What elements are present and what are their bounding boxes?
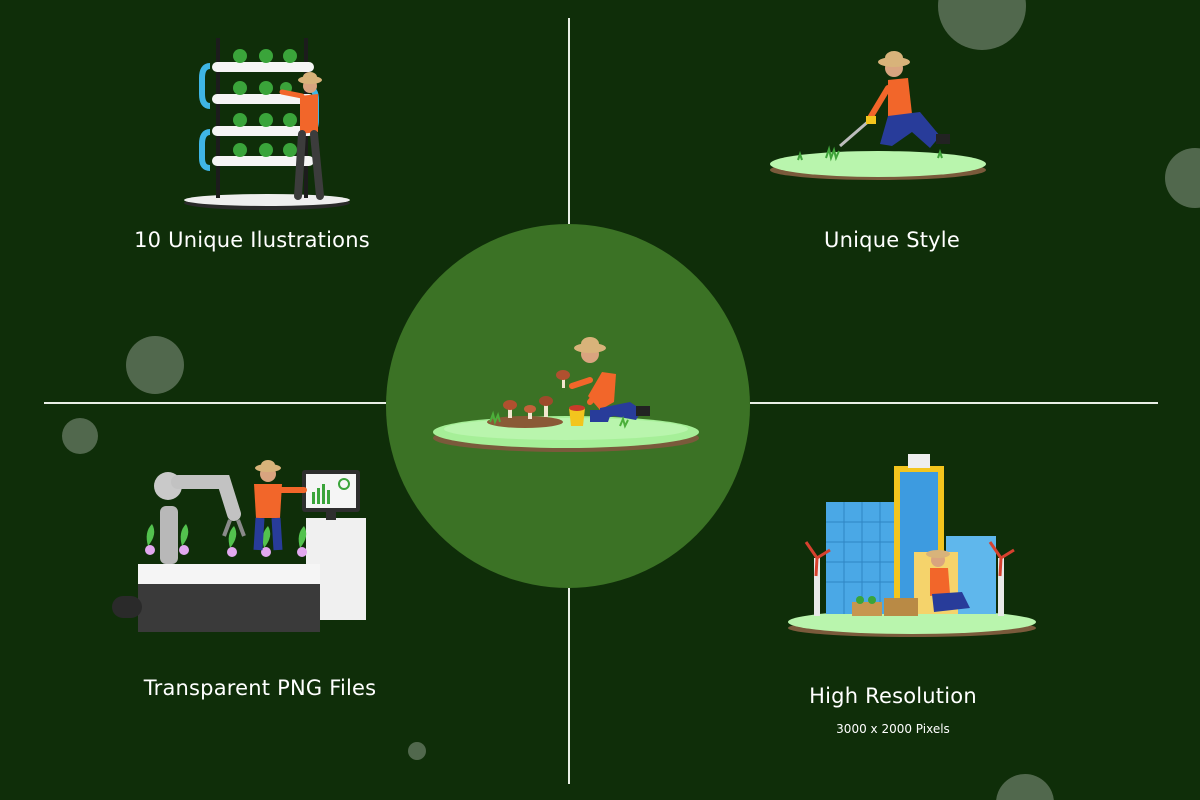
center-highlight-circle	[386, 224, 750, 588]
robotic-farming-icon	[112, 460, 366, 632]
feature-sublabel-dimensions: 3000 x 2000 Pixels	[836, 722, 950, 736]
decorative-bubble	[126, 336, 184, 394]
decorative-bubble	[996, 774, 1054, 800]
urban-farming-city-icon	[788, 454, 1036, 637]
decorative-bubble	[408, 742, 426, 760]
gardener-planting-mushrooms-icon	[433, 337, 699, 452]
hydroponic-farming-icon	[184, 38, 350, 210]
feature-label-unique-style: Unique Style	[824, 228, 960, 252]
decorative-bubble	[938, 0, 1026, 50]
gardener-cutting-grass-icon	[770, 51, 986, 180]
horizontal-divider-left	[44, 402, 386, 404]
decorative-bubble	[1165, 148, 1200, 208]
feature-label-transparent-png: Transparent PNG Files	[143, 676, 377, 700]
horizontal-divider-right	[750, 402, 1158, 404]
decorative-bubble	[62, 418, 98, 454]
vertical-divider-top	[568, 18, 570, 224]
feature-label-illustrations: 10 Unique Ilustrations	[134, 228, 370, 252]
feature-label-high-resolution: High Resolution	[809, 684, 977, 708]
vertical-divider-bottom	[568, 588, 570, 784]
